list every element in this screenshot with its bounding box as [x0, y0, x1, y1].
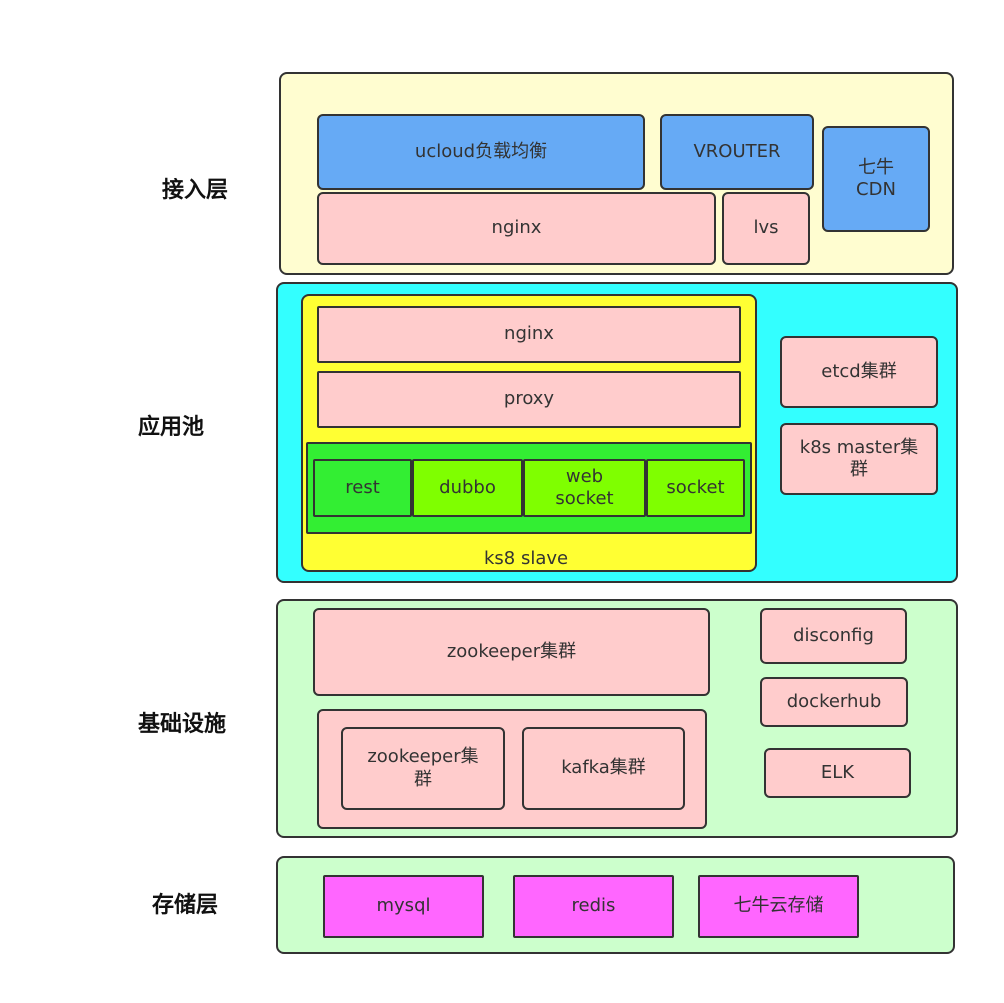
zookeeper-sub-label-line2: 群 [414, 768, 432, 790]
websocket-box: web socket [523, 459, 646, 517]
redis-box: redis [513, 875, 674, 938]
zookeeper-main-box: zookeeper集群 [313, 608, 710, 696]
ucloud-lb-label: ucloud负载均衡 [414, 140, 548, 162]
qiniu-storage-box: 七牛云存储 [698, 875, 859, 938]
dubbo-box: dubbo [412, 459, 523, 517]
mysql-box: mysql [323, 875, 484, 938]
disconfig-label: disconfig [793, 624, 874, 646]
access-nginx-label: nginx [491, 217, 542, 239]
ucloud-lb-box: ucloud负载均衡 [317, 114, 645, 190]
app-nginx-box: nginx [317, 306, 741, 363]
websocket-label-line1: web [565, 465, 604, 487]
elk-label: ELK [820, 761, 855, 783]
layer-label-storage: 存储层 [152, 893, 219, 918]
rest-box: rest [313, 459, 412, 517]
qiniu-cdn-label-line2: CDN [856, 179, 896, 200]
zookeeper-sub-box: zookeeper集 群 [341, 727, 505, 810]
lvs-box: lvs [722, 192, 810, 265]
kafka-box: kafka集群 [522, 727, 685, 810]
mysql-label: mysql [376, 895, 431, 917]
socket-label: socket [666, 476, 725, 498]
vrouter-label: VROUTER [693, 140, 781, 162]
proxy-label: proxy [503, 388, 555, 410]
redis-label: redis [571, 895, 616, 917]
layer-label-app: 应用池 [138, 415, 205, 440]
websocket-label-line2: socket [555, 488, 614, 509]
lvs-label: lvs [753, 217, 779, 239]
disconfig-box: disconfig [760, 608, 907, 664]
etcd-label: etcd集群 [821, 360, 897, 382]
socket-box: socket [646, 459, 745, 517]
proxy-box: proxy [317, 371, 741, 428]
dockerhub-box: dockerhub [760, 677, 908, 727]
access-nginx-box: nginx [317, 192, 716, 265]
k8s-slave-label: ks8 slave [484, 548, 569, 569]
zookeeper-main-label: zookeeper集群 [446, 640, 577, 662]
vrouter-box: VROUTER [660, 114, 814, 190]
k8s-master-label-line2: 群 [850, 459, 868, 480]
rest-label: rest [345, 476, 380, 498]
qiniu-storage-label: 七牛云存储 [733, 895, 824, 917]
qiniu-cdn-box: 七牛 CDN [822, 126, 930, 232]
layer-label-access: 接入层 [162, 178, 229, 203]
etcd-box: etcd集群 [780, 336, 938, 408]
qiniu-cdn-label-line1: 七牛 [858, 156, 894, 178]
kafka-label: kafka集群 [561, 757, 646, 779]
zookeeper-sub-label-line1: zookeeper集 [367, 746, 479, 767]
app-nginx-label: nginx [504, 323, 554, 345]
dubbo-label: dubbo [439, 476, 496, 498]
dockerhub-label: dockerhub [786, 690, 882, 712]
layer-label-infra: 基础设施 [138, 712, 227, 737]
elk-box: ELK [764, 748, 911, 798]
k8s-master-box: k8s master集 群 [780, 423, 938, 495]
k8s-master-label-line1: k8s master集 [799, 436, 919, 458]
